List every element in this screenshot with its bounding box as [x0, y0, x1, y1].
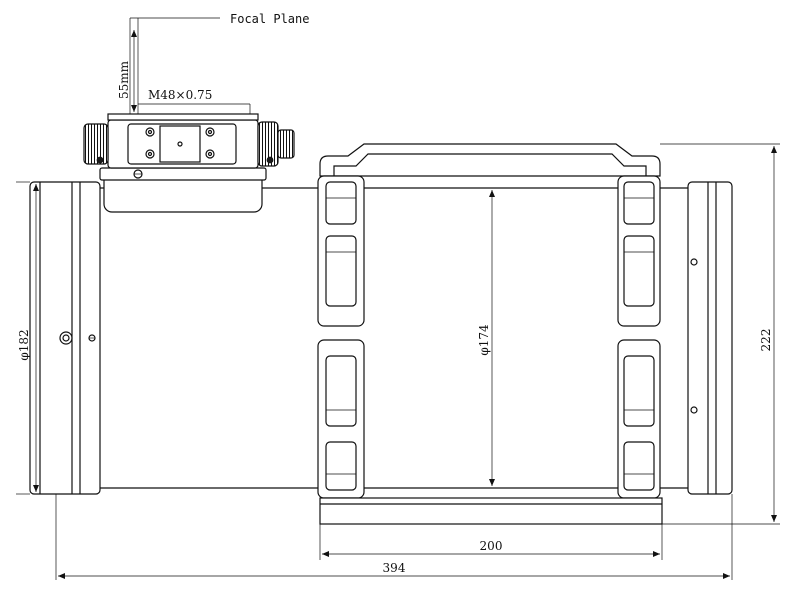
- rear-screw-bottom-icon: [690, 406, 698, 414]
- front-flange: [29, 181, 101, 495]
- left-focus-knob-icon[interactable]: [83, 123, 109, 165]
- height-label: 222: [759, 329, 773, 352]
- dimension-lines: [16, 17, 780, 580]
- thread-label: M48×0.75: [148, 88, 212, 102]
- dimension-labels: Focal Plane 55mm M48×0.75 φ182 φ174 222 …: [17, 12, 773, 575]
- focuser-assembly: [83, 113, 295, 213]
- tube-diameter-label: φ182: [17, 329, 31, 360]
- rear-flange: [687, 181, 733, 495]
- front-screw-icon: [59, 331, 73, 345]
- dovetail-rail: [319, 497, 663, 525]
- fine-focus-knob-icon[interactable]: [277, 129, 295, 159]
- tube-rings: [317, 143, 663, 525]
- optical-tube: [29, 181, 733, 495]
- rear-screw-top-icon: [690, 258, 698, 266]
- backfocus-label: 55mm: [117, 60, 131, 99]
- carry-handle[interactable]: [319, 143, 661, 177]
- total-length-label: 394: [383, 561, 406, 575]
- rail-length-label: 200: [480, 539, 503, 553]
- focal-plane-label: Focal Plane: [230, 12, 309, 26]
- inner-diameter-label: φ174: [477, 324, 491, 356]
